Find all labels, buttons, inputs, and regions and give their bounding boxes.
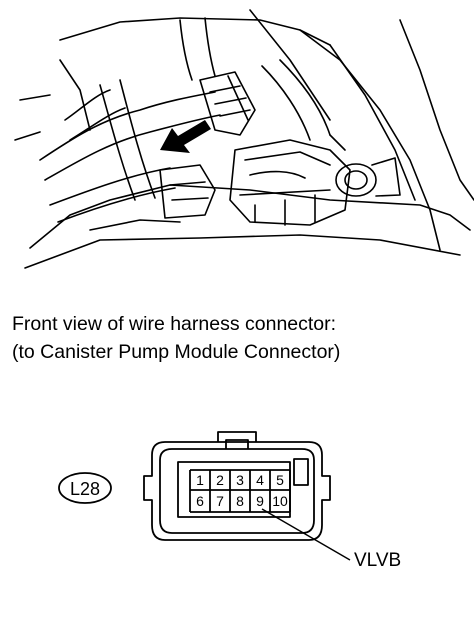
connector-front-view: L28 1 2 3 4 5 6 7 8 9 10 bbox=[58, 431, 401, 571]
caption-line-2: (to Canister Pump Module Connector) bbox=[12, 341, 341, 363]
pin-6: 6 bbox=[196, 493, 204, 509]
connector-code-badge: L28 bbox=[58, 472, 112, 504]
pin-5: 5 bbox=[276, 472, 284, 488]
pin-8: 8 bbox=[236, 493, 244, 509]
pin-2: 2 bbox=[216, 472, 224, 488]
callout-leader-line bbox=[261, 508, 351, 561]
pin-7: 7 bbox=[216, 493, 224, 509]
pin-number-group: 1 2 3 4 5 6 7 8 9 10 bbox=[196, 472, 288, 509]
pin-9: 9 bbox=[256, 493, 264, 509]
pin-4: 4 bbox=[256, 472, 264, 488]
pin-1: 1 bbox=[196, 472, 204, 488]
connector-housing bbox=[143, 431, 331, 541]
pin-10: 10 bbox=[272, 493, 288, 509]
connector-code-label: L28 bbox=[70, 479, 100, 499]
pin-3: 3 bbox=[236, 472, 244, 488]
callout-label-vlvb: VLVB bbox=[354, 550, 401, 571]
caption-line-1: Front view of wire harness connector: bbox=[12, 313, 337, 335]
component-location-illustration bbox=[14, 9, 474, 269]
pointer-arrow bbox=[160, 120, 211, 153]
